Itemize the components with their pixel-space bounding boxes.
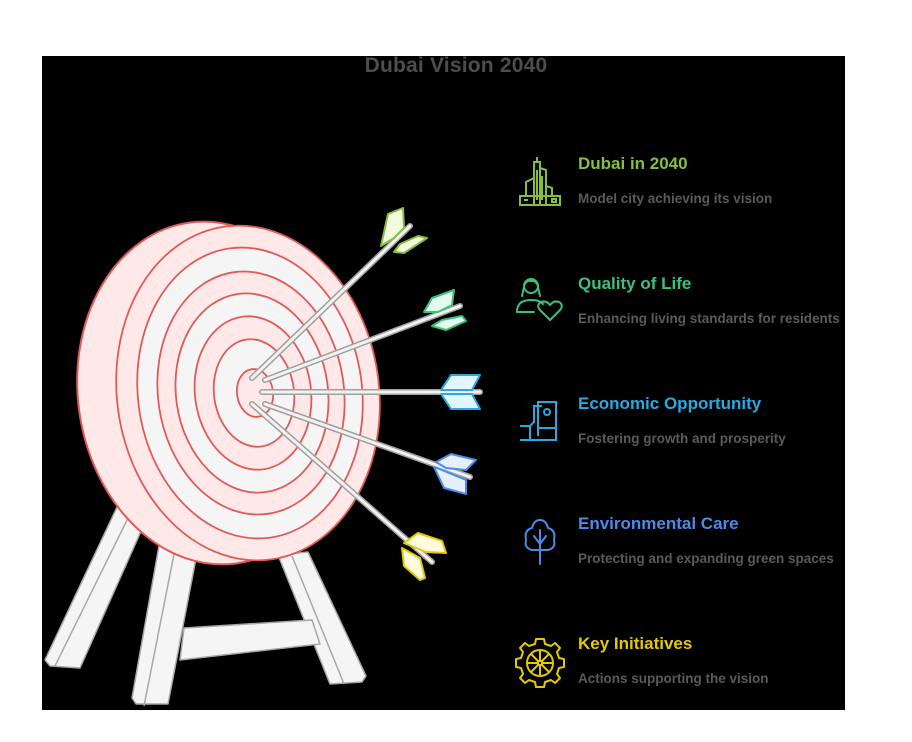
item-dubai-2040: Dubai in 2040 Model city achieving its v… bbox=[514, 154, 854, 226]
arrow-fletching-yellow bbox=[401, 532, 447, 581]
item-subtitle: Enhancing living standards for residents bbox=[578, 311, 840, 326]
item-environmental-care: Environmental Care Protecting and expand… bbox=[514, 514, 854, 586]
item-title: Key Initiatives bbox=[578, 634, 693, 653]
item-title: Economic Opportunity bbox=[578, 394, 762, 413]
item-subtitle: Protecting and expanding green spaces bbox=[578, 551, 834, 566]
page-title: Dubai Vision 2040 bbox=[364, 54, 548, 77]
item-title: Dubai in 2040 bbox=[578, 154, 688, 173]
stand-icon bbox=[44, 504, 367, 707]
arrows bbox=[249, 207, 483, 581]
item-title: Quality of Life bbox=[578, 274, 692, 293]
item-economic-opportunity: Economic Opportunity Fostering growth an… bbox=[514, 394, 854, 466]
gear-wheel-icon bbox=[515, 638, 565, 688]
hand-money-icon bbox=[520, 401, 557, 441]
arrow-fletching-teal bbox=[423, 289, 467, 331]
item-key-initiatives: Key Initiatives Actions supporting the v… bbox=[514, 634, 854, 706]
item-subtitle: Fostering growth and prosperity bbox=[578, 431, 786, 446]
person-heart-icon bbox=[516, 278, 563, 321]
tree-icon bbox=[524, 519, 556, 565]
arrow-fletching-cyan bbox=[440, 374, 481, 410]
item-subtitle: Actions supporting the vision bbox=[578, 671, 769, 686]
item-quality-of-life: Quality of Life Enhancing living standar… bbox=[514, 274, 854, 346]
arrow-fletching-blue bbox=[433, 453, 477, 495]
item-subtitle: Model city achieving its vision bbox=[578, 191, 773, 206]
arrow-fletching-green bbox=[380, 207, 428, 254]
city-skyline-icon bbox=[519, 157, 561, 206]
item-title: Environmental Care bbox=[578, 514, 739, 533]
